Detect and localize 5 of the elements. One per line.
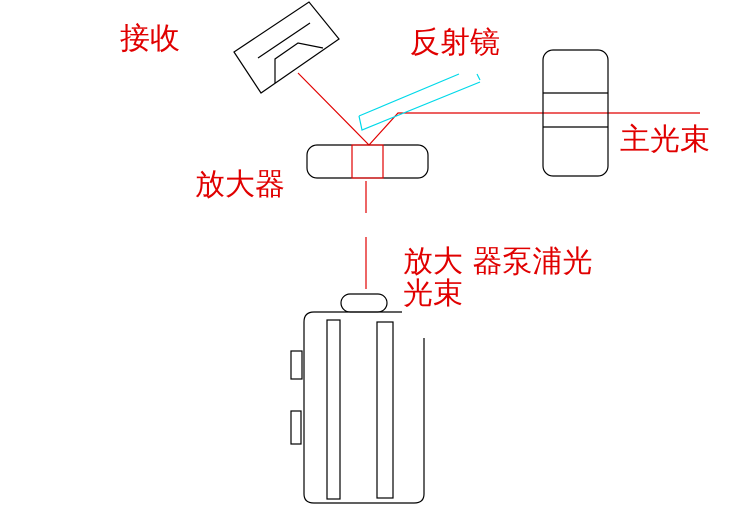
part-label: 接收 <box>120 23 180 55</box>
part-label: 放大 器泵浦光光束 <box>403 246 594 310</box>
part-label: 反射镜 <box>410 27 500 59</box>
part-label: 主光束 <box>620 124 710 156</box>
part-label: 放大器 <box>195 169 285 201</box>
